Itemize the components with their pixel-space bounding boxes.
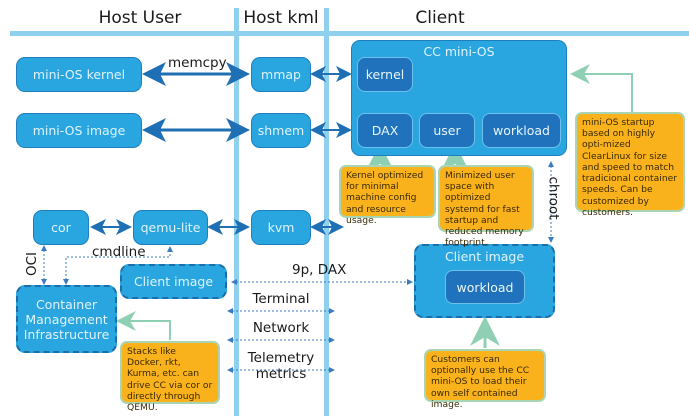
label-memcpy: memcpy — [168, 55, 227, 71]
cc-dax-box[interactable]: DAX — [357, 113, 413, 148]
note-arrow-stacks — [116, 311, 171, 340]
label-oci: OCI — [24, 251, 41, 277]
header-host-kml: Host kml — [243, 8, 319, 28]
label-cmdline: cmdline — [92, 244, 146, 260]
note-minimized-user: Minimized user space with optimized syst… — [438, 165, 534, 248]
shmem-box[interactable]: shmem — [251, 113, 311, 148]
note-arrow-startup — [570, 64, 633, 112]
mini-os-image-box[interactable]: mini-OS image — [16, 113, 142, 148]
cor-box[interactable]: cor — [33, 210, 89, 245]
note-kernel-optimized: Kernel optimized for minimal machine con… — [339, 165, 436, 226]
header-client: Client — [415, 8, 465, 28]
label-9p-dax: 9p, DAX — [292, 262, 347, 278]
label-telemetry: Telemetry metrics — [247, 350, 315, 383]
note-customers: Customers can optionally use the CC mini… — [424, 349, 546, 410]
mmap-box[interactable]: mmap — [251, 57, 311, 92]
client-image-workload-box[interactable]: workload — [445, 270, 525, 304]
container-mgmt-box[interactable]: Container Management Infrastructure — [16, 285, 117, 353]
cc-kernel-box[interactable]: kernel — [357, 57, 413, 92]
cc-workload-box[interactable]: workload — [482, 113, 561, 148]
client-image-title: Client image — [444, 249, 525, 264]
label-chroot: chroot — [545, 176, 562, 220]
header-host-user: Host User — [98, 8, 182, 28]
lane-divider-user-kml — [234, 8, 239, 416]
note-mini-os-startup: mini-OS startup based on highly opti-miz… — [575, 112, 685, 218]
mini-os-kernel-box[interactable]: mini-OS kernel — [16, 57, 142, 92]
label-terminal: Terminal — [252, 291, 310, 307]
header-divider — [10, 31, 689, 36]
lane-divider-kml-client — [324, 8, 329, 416]
client-image-host-box[interactable]: Client image — [120, 264, 227, 299]
kvm-box[interactable]: kvm — [251, 210, 311, 245]
note-stacks: Stacks like Docker, rkt, Kurma, etc. can… — [120, 341, 220, 413]
qemu-lite-box[interactable]: qemu-lite — [133, 210, 208, 245]
cc-user-box[interactable]: user — [419, 113, 475, 148]
label-network: Network — [252, 320, 310, 336]
arrow-cmdline — [63, 246, 173, 285]
cc-mini-os-title: CC mini-OS — [423, 44, 495, 59]
